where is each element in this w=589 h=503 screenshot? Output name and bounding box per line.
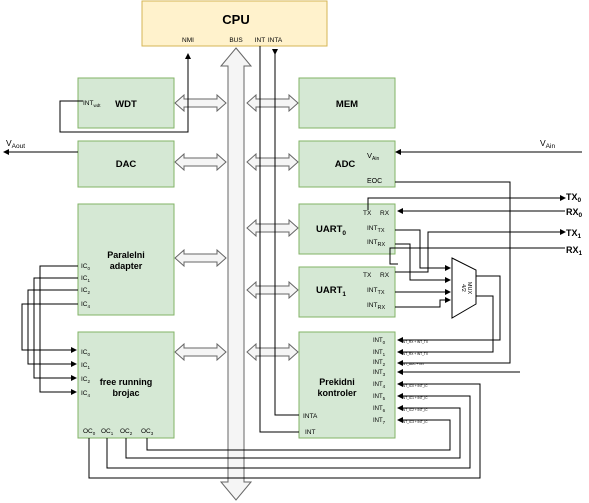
frc-title: free running	[100, 377, 153, 387]
mux-block: MUX4/2	[451, 257, 477, 319]
cpu-nmi-label: NMI	[182, 37, 194, 44]
uart1-tx-label: TX	[363, 272, 372, 279]
mem-title: MEM	[336, 99, 358, 110]
pic-int-label: INT	[305, 429, 316, 436]
pic-int-input-7: INT7	[373, 418, 386, 425]
paralelni-title: Paralelni	[107, 250, 145, 260]
pic-bus-arrow	[246, 342, 299, 362]
pic-int-input-2: INT2	[373, 360, 386, 367]
adc-title: ADC	[335, 159, 356, 170]
frc-bus-arrow	[174, 342, 227, 362]
cpu-int-label: INT	[255, 37, 266, 44]
paralelni-subtitle: adapter	[110, 261, 143, 271]
uart1-title: UART1	[316, 285, 346, 298]
dac-bus-arrow	[174, 152, 227, 172]
pic-int-note-6: INT_IC2 + INT_IC	[402, 408, 428, 412]
cpu-inta-label: INTA	[268, 37, 283, 44]
frc-oc2: OC2	[120, 428, 133, 436]
adc-block: ADC VAin EOC	[298, 140, 396, 188]
pic-inta-label: INTA	[303, 413, 318, 420]
external-labels: VAout VAin TX0 RX0 TX1 RX1	[6, 138, 583, 257]
uart1-rx-label: RX	[380, 272, 390, 279]
paralelni-ic1: IC1	[81, 275, 91, 283]
mux-label: MUX4/2	[460, 282, 472, 295]
adc-eoc-label: EOC	[367, 178, 382, 185]
pic-int-note-2: INT_ADC + INT	[402, 362, 424, 366]
pic-title: Prekidni	[319, 377, 355, 387]
uart0-block: UART0 TX RX INTTX INTRX	[298, 203, 396, 255]
uart0-inttx-label: INTTX	[367, 225, 385, 234]
pic-int-note-0: INT_RX + INT_TX	[402, 340, 429, 344]
uart1-bus-arrow	[246, 280, 299, 300]
cpu-block: CPU NMI BUS INT INTA	[141, 0, 328, 47]
frc-ic2: IC2	[81, 376, 91, 384]
bus-connectors	[174, 93, 299, 362]
paralelni-block: Paralelni adapter IC0 IC1 IC2 IC4	[77, 203, 175, 316]
frc-ic4: IC4	[81, 390, 91, 398]
frc-subtitle: brojac	[112, 388, 139, 398]
dac-block: DAC	[77, 140, 175, 188]
paralelni-ic4: IC4	[81, 301, 91, 309]
uart1-intrx-label: INTRX	[367, 302, 385, 311]
pic-int-input-3: INT3	[373, 370, 386, 377]
adc-vain-label: VAin	[367, 151, 379, 162]
pic-subtitle: kontroler	[317, 388, 357, 398]
paralelni-ic0: IC0	[81, 263, 91, 271]
paralelni-bus-arrow	[174, 248, 227, 268]
vain-label: VAin	[540, 138, 555, 150]
pic-int-note-7: INT_IC3 + INT_IC	[402, 420, 428, 424]
pic-int-input-6: INT6	[373, 406, 386, 413]
uart1-inttx-label: INTTX	[367, 287, 385, 296]
mem-bus-arrow	[246, 93, 299, 113]
tx1-label: TX1	[566, 228, 582, 240]
cpu-title: CPU	[222, 12, 249, 27]
wdt-block: WDT INTwdt	[77, 77, 175, 129]
rx0-label: RX0	[566, 207, 583, 219]
pic-int-note-1: INT_RX + INT_TX	[402, 352, 429, 356]
wires	[3, 46, 582, 479]
pic-int-note-5: INT_IC1 + INT_IC	[402, 396, 428, 400]
rx1-label: RX1	[566, 245, 583, 257]
wdt-bus-arrow	[174, 93, 227, 113]
frc-ic1: IC1	[81, 362, 91, 370]
pic-int-input-4: INT4	[373, 382, 386, 389]
uart0-intrx-label: INTRX	[367, 239, 385, 248]
mem-block: MEM	[298, 77, 396, 129]
uart0-bus-arrow	[246, 218, 299, 238]
pic-int-input-5: INT5	[373, 394, 386, 401]
vaout-label: VAout	[6, 138, 25, 150]
frc-oc1: OC1	[101, 428, 114, 436]
uart0-tx-label: TX	[363, 210, 372, 217]
uart0-rx-label: RX	[380, 210, 390, 217]
pic-int-input-0: INT0	[373, 338, 386, 345]
frc-ic0: IC0	[81, 349, 91, 357]
wdt-int-label: INTwdt	[83, 100, 101, 108]
adc-bus-arrow	[246, 152, 299, 172]
dac-title: DAC	[116, 159, 137, 170]
frc-block: free running brojac IC0 IC1 IC2 IC4 OC0 …	[77, 331, 175, 439]
frc-oc3: OC3	[141, 428, 154, 436]
pic-int-note-4: INT_IC0 + INT_IC	[402, 384, 428, 388]
wdt-title: WDT	[115, 99, 137, 110]
pic-int-input-1: INT1	[373, 350, 386, 357]
frc-oc0: OC0	[83, 428, 96, 436]
paralelni-ic2: IC2	[81, 287, 91, 295]
system-bus-arrow	[219, 47, 253, 501]
cpu-bus-label: BUS	[229, 37, 243, 44]
tx0-label: TX0	[566, 192, 582, 204]
uart1-block: UART1 TX RX INTTX INTRX	[298, 266, 396, 318]
uart0-title: UART0	[316, 224, 346, 237]
